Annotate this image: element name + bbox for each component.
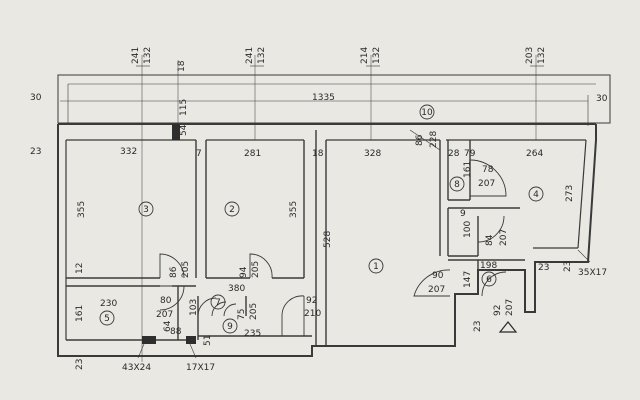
door-9-top: 90 bbox=[432, 271, 444, 281]
dim-23-a: 23 bbox=[538, 263, 549, 273]
door-10-top: 92 bbox=[493, 305, 503, 316]
room-10-label: 10 bbox=[421, 108, 433, 118]
pier-labels: 115 54 86 228 bbox=[179, 99, 439, 148]
window-label-4-bottom: 132 bbox=[372, 47, 382, 64]
door-9-bottom: 207 bbox=[428, 285, 445, 295]
column-17x17: 17X17 bbox=[186, 363, 215, 373]
room-6-label: 6 bbox=[486, 275, 492, 285]
room-heights: 355 355 528 273 12 bbox=[75, 185, 575, 274]
door-1-bottom: 205 bbox=[181, 261, 191, 278]
interior-walls bbox=[66, 130, 525, 346]
door-4-top: 103 bbox=[189, 299, 199, 316]
width-room-4: 264 bbox=[526, 149, 543, 159]
window-label-1-top: 241 bbox=[131, 47, 141, 64]
room-7-label: 7 bbox=[215, 298, 221, 308]
room-8-label: 8 bbox=[454, 180, 460, 190]
door-1-top: 86 bbox=[169, 266, 179, 278]
dim-23-b: 23 bbox=[563, 261, 573, 272]
dim-380: 380 bbox=[228, 284, 245, 294]
pier-54: 54 bbox=[179, 124, 189, 136]
door-10-bottom: 207 bbox=[505, 299, 515, 316]
room-widths: 332 281 328 264 7 18 28 79 bbox=[120, 147, 543, 159]
room-number-labels: 1 2 3 4 5 6 7 8 9 10 bbox=[104, 108, 539, 332]
dim-23-c: 23 bbox=[473, 321, 483, 332]
window-label-3-bottom: 132 bbox=[257, 47, 267, 64]
misc-dimensions: 380 230 161 161 235 88 64 51 9 100 198 1… bbox=[75, 161, 573, 346]
dim-230: 230 bbox=[100, 299, 117, 309]
door-8-bottom: 207 bbox=[499, 229, 509, 246]
door-labels: 86 205 94 205 80 207 103 75 205 92 210 7… bbox=[156, 165, 515, 320]
height-room-3: 355 bbox=[77, 201, 87, 218]
dim-100: 100 bbox=[463, 221, 473, 238]
width-room-3: 332 bbox=[120, 147, 137, 157]
window-label-3-top: 241 bbox=[245, 47, 255, 64]
guide-lines bbox=[141, 55, 537, 362]
columns bbox=[142, 124, 196, 344]
pier-115: 115 bbox=[179, 99, 189, 116]
width-room-1: 328 bbox=[364, 149, 381, 159]
width-wall-79: 79 bbox=[464, 149, 476, 159]
width-room-2: 281 bbox=[244, 149, 261, 159]
column-labels: 43X24 17X17 35X17 bbox=[122, 249, 607, 373]
overall-right-edge: 30 bbox=[596, 94, 608, 104]
window-label-1-bottom: 132 bbox=[143, 47, 153, 64]
room-numbers bbox=[99, 104, 544, 334]
door-6-top: 92 bbox=[306, 296, 317, 306]
window-label-5-top: 203 bbox=[525, 47, 535, 64]
entrance-arrow-icon bbox=[498, 321, 518, 333]
overall-dimensions: 1335 30 30 23 23 bbox=[30, 93, 608, 370]
window-label-2-top: 18 bbox=[177, 60, 187, 72]
room-2-label: 2 bbox=[229, 205, 235, 215]
room-3-label: 3 bbox=[143, 205, 149, 215]
window-labels: 241 132 18 241 132 214 132 203 132 bbox=[131, 47, 547, 72]
height-room-4: 273 bbox=[565, 185, 575, 202]
room-9-label: 9 bbox=[227, 322, 233, 332]
dim-51: 51 bbox=[203, 335, 213, 346]
dim-161-a: 161 bbox=[75, 305, 85, 322]
dim-235: 235 bbox=[244, 329, 261, 339]
window-label-5-bottom: 132 bbox=[537, 47, 547, 64]
dim-161-b: 161 bbox=[463, 161, 473, 178]
overall-left-edge: 30 bbox=[30, 93, 42, 103]
room-4-label: 4 bbox=[533, 190, 539, 200]
door-2-top: 94 bbox=[239, 266, 249, 278]
door-5-top: 75 bbox=[237, 309, 247, 320]
door-7-bottom: 207 bbox=[478, 179, 495, 189]
dim-88: 88 bbox=[170, 327, 182, 337]
height-room-2: 355 bbox=[289, 201, 299, 218]
height-room-1: 528 bbox=[323, 231, 333, 248]
width-wall-18: 18 bbox=[312, 149, 324, 159]
dim-198: 198 bbox=[480, 261, 497, 271]
door-6-bottom: 210 bbox=[304, 309, 321, 319]
door-3-top: 80 bbox=[160, 296, 172, 306]
dim-64: 64 bbox=[163, 320, 173, 332]
door-7-top: 78 bbox=[482, 165, 494, 175]
door-swings bbox=[159, 129, 507, 336]
wall-left-thickness: 23 bbox=[30, 147, 41, 157]
window-label-4-top: 214 bbox=[360, 47, 370, 64]
dim-9: 9 bbox=[460, 209, 466, 219]
height-room-3-small: 12 bbox=[75, 263, 85, 274]
room-5-label: 5 bbox=[104, 314, 110, 324]
overall-length: 1335 bbox=[312, 93, 335, 103]
room-1-label: 1 bbox=[373, 262, 379, 272]
door-5-bottom: 205 bbox=[249, 303, 259, 320]
door-8-top: 84 bbox=[485, 234, 495, 246]
column-43x24: 43X24 bbox=[122, 363, 151, 373]
pier-86: 86 bbox=[415, 134, 425, 146]
door-3-bottom: 207 bbox=[156, 310, 173, 320]
door-2-bottom: 205 bbox=[251, 261, 261, 278]
wall-bottom-left-thickness: 23 bbox=[75, 359, 85, 370]
width-wall-28: 28 bbox=[448, 149, 460, 159]
pier-228: 228 bbox=[429, 131, 439, 148]
dim-147: 147 bbox=[463, 271, 473, 288]
width-wall-7: 7 bbox=[196, 149, 202, 159]
column-35x17: 35X17 bbox=[578, 268, 607, 278]
